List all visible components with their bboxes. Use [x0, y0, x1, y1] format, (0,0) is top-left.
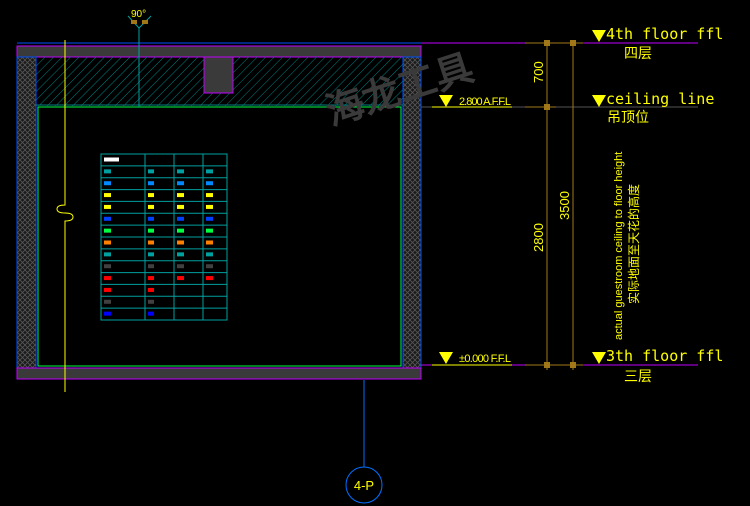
legend-swatch: [177, 264, 184, 269]
legend-swatch: [177, 216, 184, 221]
legend-swatch: [148, 311, 154, 316]
legend-swatch: [104, 240, 111, 245]
legend-swatch: [104, 228, 111, 233]
legend-swatch: [206, 181, 213, 186]
legend-swatch: [177, 181, 184, 186]
dim-3500: 3500: [557, 191, 572, 220]
level-triangles: [439, 30, 606, 364]
legend-swatch: [148, 204, 154, 209]
level-top-cn: 四层: [624, 46, 652, 62]
dim-700: 700: [531, 61, 546, 83]
legend-swatch: [177, 204, 184, 209]
legend-swatch: [177, 169, 184, 174]
legend-swatch: [104, 181, 111, 186]
legend-swatch: [104, 276, 111, 281]
legend-swatch: [206, 276, 213, 281]
legend-swatch: [206, 193, 213, 198]
section-marker-label: 4-P: [354, 478, 374, 493]
note-cn: 实际地面至天花的高度: [626, 184, 641, 304]
legend-swatch: [104, 216, 111, 221]
legend-swatch: [104, 193, 111, 198]
legend-swatch: [177, 193, 184, 198]
room-outline: [37, 106, 402, 367]
legend-swatch: [148, 216, 154, 221]
beam: [203, 56, 234, 94]
legend-swatch: [177, 252, 184, 257]
legend-swatch: [177, 228, 184, 233]
legend-swatch: [206, 228, 213, 233]
legend-swatch: [206, 169, 213, 174]
legend-swatch: [148, 299, 154, 304]
legend-swatch: [148, 252, 154, 257]
legend-swatch: [104, 252, 111, 257]
angle-label: 90°: [131, 9, 146, 20]
level-bottom-cn: 三层: [624, 369, 652, 385]
legend-swatch: [104, 287, 111, 292]
level-ceiling-cn: 吊顶位: [607, 110, 649, 126]
legend-swatch: [104, 264, 111, 269]
legend-swatch: [104, 204, 111, 209]
legend-swatch: [148, 287, 154, 292]
ceiling-elevation: 2.800 A.F.F.L: [459, 96, 511, 108]
legend-swatch: [104, 311, 111, 316]
legend-swatch: [104, 299, 111, 304]
legend-swatch: [177, 276, 184, 281]
legend-swatch: [148, 181, 154, 186]
legend-swatch: [148, 276, 154, 281]
legend-swatch: [148, 169, 154, 174]
legend-swatch: [104, 157, 119, 162]
legend-swatch: [206, 264, 213, 269]
note-en: actual guestroom ceiling to floor height: [613, 152, 625, 340]
legend-swatch: [206, 240, 213, 245]
legend-swatch: [104, 169, 111, 174]
legend-swatch: [148, 264, 154, 269]
dimension-lines: [525, 40, 583, 370]
level-bottom-label: 3th floor ffl: [606, 347, 723, 365]
legend-swatch: [148, 240, 154, 245]
floor-elevation: ±0.000 F.F.L: [459, 353, 511, 365]
level-top-label: 4th floor ffl: [606, 25, 723, 43]
legend-swatch: [148, 228, 154, 233]
legend-swatch: [206, 204, 213, 209]
legend-swatch: [177, 240, 184, 245]
top-slab: [16, 45, 422, 58]
break-line: [56, 40, 74, 392]
legend-table: [100, 153, 228, 321]
legend-swatch: [206, 252, 213, 257]
legend-swatch: [206, 216, 213, 221]
dim-2800: 2800: [531, 223, 546, 252]
left-wall: [16, 56, 37, 369]
section-marker[interactable]: [345, 466, 383, 504]
legend-swatch: [148, 193, 154, 198]
bottom-slab: [16, 367, 422, 380]
level-ceiling-label: ceiling line: [606, 90, 714, 108]
